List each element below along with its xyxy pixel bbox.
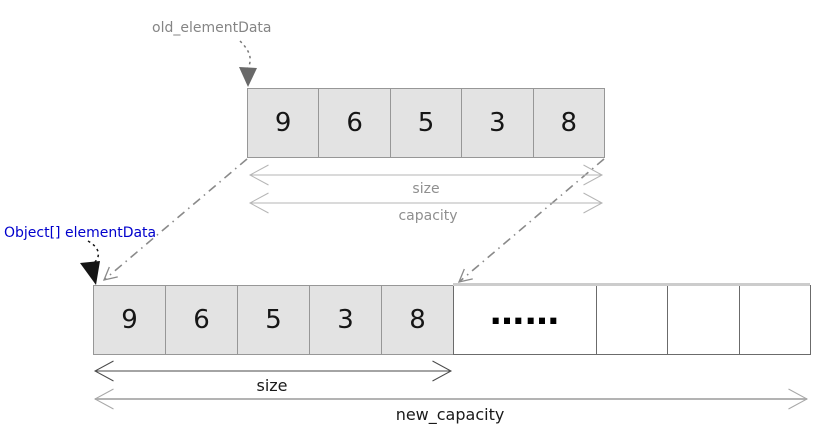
array-cell: 9 bbox=[93, 285, 166, 355]
ellipsis-text: …… bbox=[490, 293, 560, 333]
old-size-label: size bbox=[412, 181, 440, 197]
array-cell: 6 bbox=[165, 285, 238, 355]
copy-arrow-right bbox=[457, 158, 605, 283]
array-cell: 5 bbox=[237, 285, 310, 355]
array-cell: 8 bbox=[381, 285, 454, 355]
array-cell: 5 bbox=[389, 88, 463, 158]
new-capacity-label: new_capacity bbox=[395, 405, 505, 424]
new-size-label: size bbox=[256, 376, 288, 395]
new-pointer-arrow bbox=[87, 240, 100, 264]
array-cell: 3 bbox=[461, 88, 534, 158]
array-cell: 9 bbox=[247, 88, 320, 158]
array-cell: 8 bbox=[532, 88, 606, 158]
old-array-pointer-label: old_elementData bbox=[152, 20, 272, 36]
array-cell-empty bbox=[596, 285, 669, 355]
array-cell-empty bbox=[667, 285, 740, 355]
array-cell-empty bbox=[738, 285, 811, 355]
array-cell-ellipsis: …… bbox=[453, 285, 597, 355]
new-array-pointer-label: Object[] elementData bbox=[4, 225, 157, 241]
new-array-top-edge bbox=[453, 283, 810, 286]
copy-arrow-left bbox=[102, 158, 248, 281]
old-pointer-arrowhead-icon bbox=[239, 67, 257, 87]
new-pointer-arrowhead-icon bbox=[80, 261, 100, 285]
old-capacity-label: capacity bbox=[398, 208, 458, 224]
array-cell: 3 bbox=[309, 285, 382, 355]
array-cell: 6 bbox=[318, 88, 391, 158]
old-pointer-arrow bbox=[239, 40, 251, 69]
